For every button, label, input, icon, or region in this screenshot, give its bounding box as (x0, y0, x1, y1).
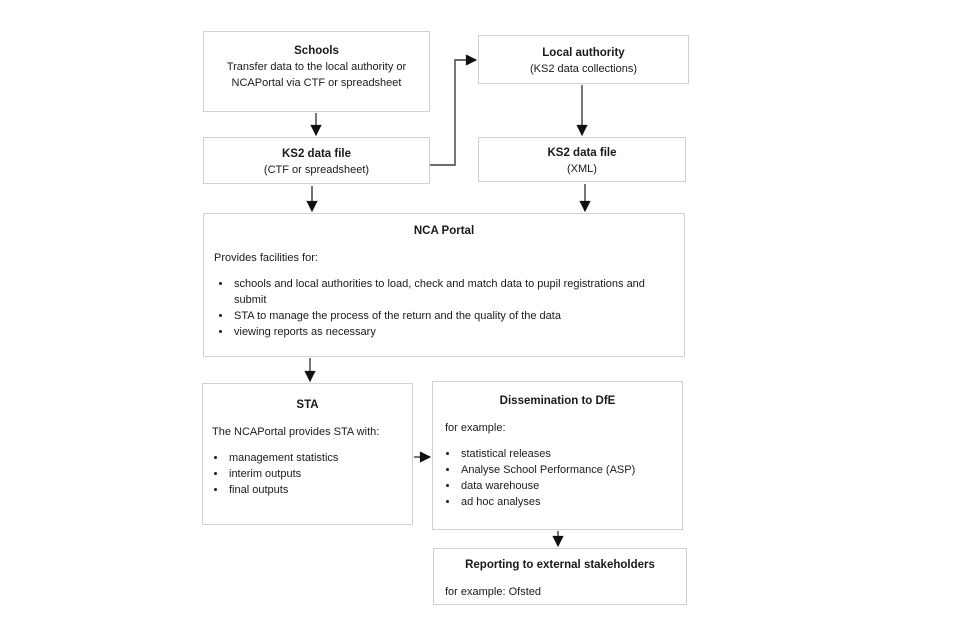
box-nca-portal-intro: Provides facilities for: (214, 252, 318, 264)
box-sta-title: STA (296, 399, 319, 411)
box-ks2-xml-title: KS2 data file (547, 147, 617, 159)
box-reporting-title: Reporting to external stakeholders (465, 559, 655, 571)
bullet-item: data warehouse (459, 478, 682, 494)
arrow-ks2-ctf-to-local-authority (430, 54, 478, 166)
box-schools-body: Transfer data to the local authority or … (226, 61, 407, 89)
box-dissemination-bullet-list: statistical releasesAnalyse School Perfo… (433, 446, 682, 510)
bullet-item: STA to manage the process of the return … (232, 308, 676, 324)
box-sta-bullet-list: management statisticsinterim outputsfina… (203, 450, 412, 498)
bullet-item: interim outputs (227, 466, 412, 482)
box-ks2-ctf-body: (CTF or spreadsheet) (263, 164, 370, 176)
box-nca-portal: NCA Portal Provides facilities for: scho… (203, 213, 685, 357)
box-nca-portal-bullet-list: schools and local authorities to load, c… (204, 276, 684, 340)
bullet-item: final outputs (227, 482, 412, 498)
box-schools-title: Schools (294, 45, 339, 57)
bullet-item: statistical releases (459, 446, 682, 462)
box-reporting-body: for example: Ofsted (445, 586, 541, 598)
bullet-item: viewing reports as necessary (232, 324, 676, 340)
box-nca-portal-title: NCA Portal (413, 225, 475, 237)
box-dissemination-intro: for example: (445, 422, 506, 434)
box-local-authority: Local authority (KS2 data collections) (478, 35, 689, 84)
box-schools: Schools Transfer data to the local autho… (203, 31, 430, 112)
bullet-item: ad hoc analyses (459, 494, 682, 510)
box-ks2-data-file-xml: KS2 data file (XML) (478, 137, 686, 182)
bullet-item: management statistics (227, 450, 412, 466)
bullet-item: Analyse School Performance (ASP) (459, 462, 682, 478)
box-reporting-external: Reporting to external stakeholders for e… (433, 548, 687, 605)
box-ks2-ctf-title: KS2 data file (281, 148, 352, 160)
bullet-item: schools and local authorities to load, c… (232, 276, 676, 308)
box-dissemination-dfe: Dissemination to DfE for example: statis… (432, 381, 683, 530)
box-local-authority-body: (KS2 data collections) (530, 63, 637, 75)
box-ks2-data-file-ctf: KS2 data file (CTF or spreadsheet) (203, 137, 430, 184)
box-sta-intro: The NCAPortal provides STA with: (212, 426, 380, 438)
box-dissemination-title: Dissemination to DfE (499, 395, 616, 407)
box-local-authority-title: Local authority (542, 47, 625, 59)
box-ks2-xml-body: (XML) (567, 163, 597, 175)
box-sta: STA The NCAPortal provides STA with: man… (202, 383, 413, 525)
